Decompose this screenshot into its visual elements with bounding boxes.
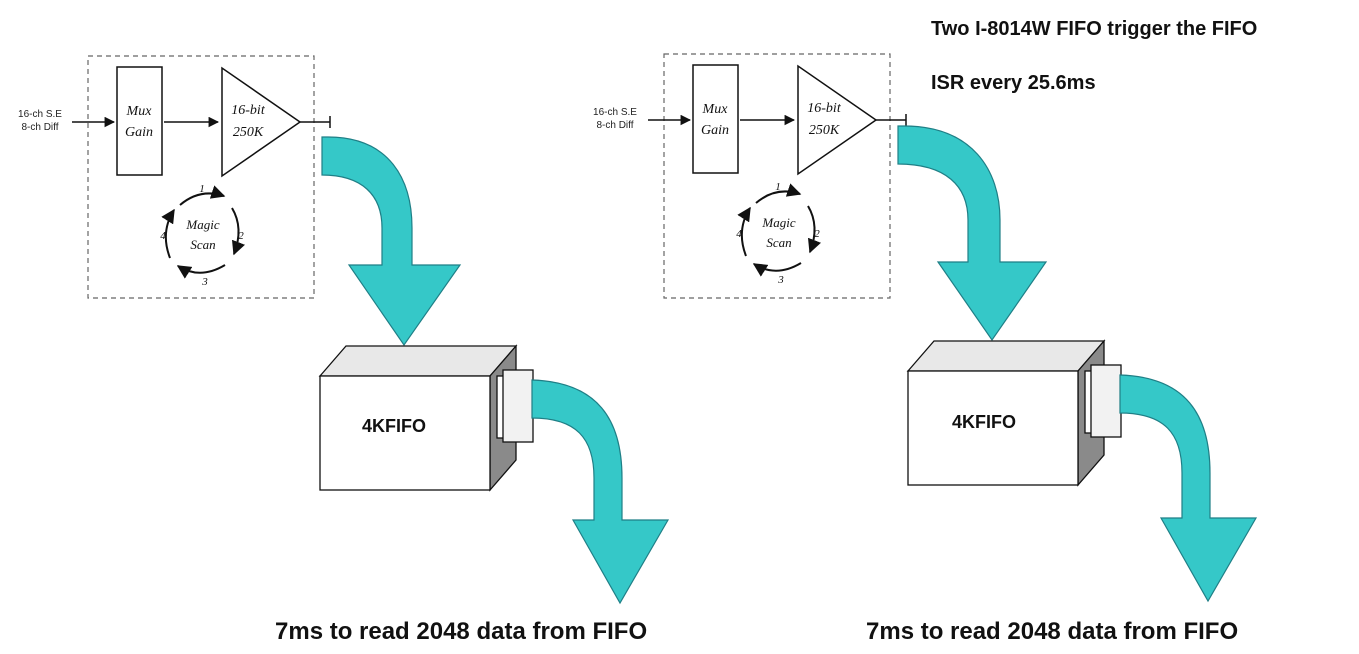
scan-step-1: 1 — [199, 183, 205, 195]
adc-amplifier-triangle — [797, 64, 878, 176]
magic-scan-label-line2: Scan — [190, 237, 215, 252]
isr-note-line1: Two I-8014W FIFO trigger the FIFO — [931, 18, 1258, 40]
fifo-read-caption-1: 7ms to read 2048 data from FIFO — [275, 618, 648, 645]
fifo-buffer-box — [906, 339, 1122, 487]
scan-step-3: 3 — [201, 276, 208, 288]
mux-label: Mux — [702, 102, 729, 117]
fifo-label: 4KFIFO — [362, 416, 426, 436]
adc-module-frame — [87, 55, 315, 299]
fifo-buffer-box — [318, 344, 534, 492]
mux-gain-box — [692, 64, 739, 174]
magic-scan-cycle — [161, 185, 246, 279]
fifo-label: 4KFIFO — [952, 412, 1016, 432]
magic-scan-label-line2: Scan — [766, 235, 791, 250]
adc-module-frame — [663, 53, 891, 299]
fifo-read-caption-2: 7ms to read 2048 data from FIFO — [866, 618, 1239, 645]
magic-scan-cycle — [737, 183, 822, 277]
mux-gain-box — [116, 66, 163, 176]
data-flow-arrow-from-fifo — [531, 379, 670, 605]
input-label-line2: 8-ch Diff — [596, 120, 633, 131]
mux-label: Mux — [126, 104, 153, 119]
input-label-line2: 8-ch Diff — [21, 122, 58, 133]
scan-step-3: 3 — [777, 274, 784, 286]
panel-2: 16-ch S.E 8-ch Diff Mux Gain 16-bit 250K… — [593, 53, 1258, 603]
magic-scan-label-line1: Magic — [185, 217, 219, 232]
adc-bits-label: 16-bit — [231, 103, 266, 118]
adc-rate-label: 250K — [233, 125, 264, 140]
panel-1: 16-ch S.E 8-ch Diff Mux Gain 16-bit 250K… — [18, 55, 670, 605]
input-label-line1: 16-ch S.E — [593, 107, 637, 118]
adc-rate-label: 250K — [809, 123, 840, 138]
scan-step-4: 4 — [160, 230, 166, 242]
input-label-line1: 16-ch S.E — [18, 109, 62, 120]
adc-amplifier-triangle — [221, 66, 302, 178]
data-flow-arrow-from-fifo — [1119, 374, 1258, 603]
scan-step-1: 1 — [775, 181, 781, 193]
adc-bits-label: 16-bit — [807, 101, 842, 116]
data-flow-arrow-to-fifo — [897, 125, 1048, 342]
scan-step-2: 2 — [238, 230, 244, 242]
scan-step-4: 4 — [736, 228, 742, 240]
gain-label: Gain — [125, 125, 153, 140]
data-flow-arrow-to-fifo — [321, 136, 462, 347]
isr-note-line2: ISR every 25.6ms — [931, 72, 1096, 94]
gain-label: Gain — [701, 123, 729, 138]
scan-step-2: 2 — [814, 228, 820, 240]
magic-scan-label-line1: Magic — [761, 215, 795, 230]
